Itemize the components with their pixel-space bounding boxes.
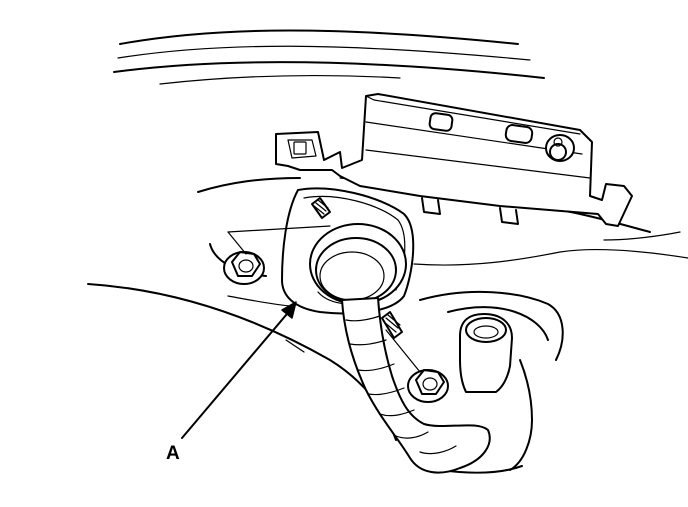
callout-label-a: A	[166, 443, 180, 464]
coolant-hose	[459, 313, 513, 393]
flange-nut	[223, 251, 449, 403]
mounting-bracket	[275, 93, 633, 227]
wire-harness	[341, 297, 491, 474]
callout-leader-a	[181, 301, 297, 439]
nut-leader-lines	[227, 225, 421, 373]
grommet	[281, 187, 415, 315]
stud-bolt	[311, 197, 403, 339]
